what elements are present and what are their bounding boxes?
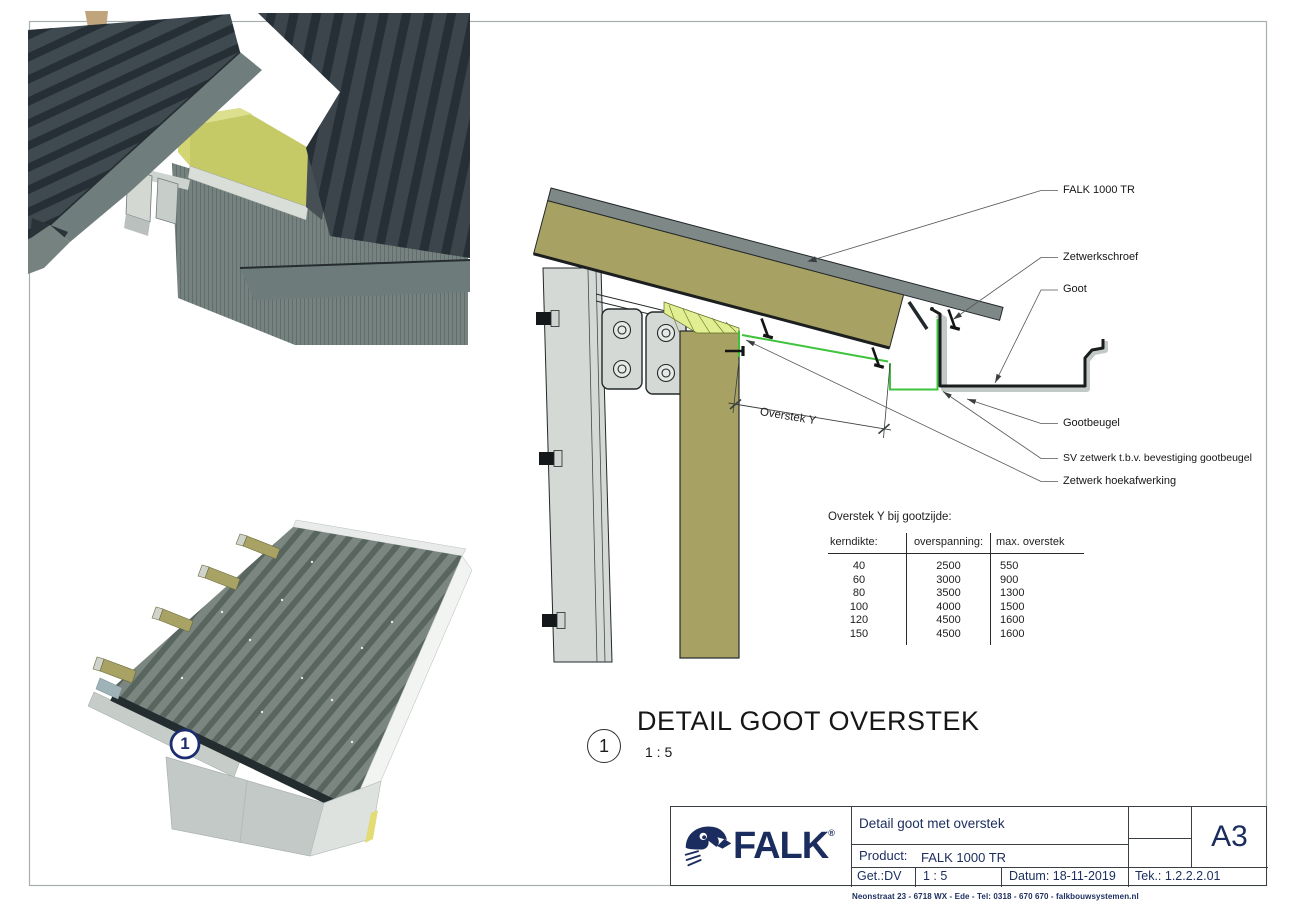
registered-mark: ®: [828, 828, 835, 838]
label-corner-flashing: Zetwerk hoekafwerking: [1063, 475, 1177, 487]
detail-title: DETAIL GOOT OVERSTEK: [637, 706, 980, 736]
flashing-lines: [738, 319, 939, 391]
table-cell: 2500: [906, 554, 990, 574]
table-cell: 550: [990, 554, 1084, 574]
product-label: Product:: [859, 848, 908, 863]
table-cell: 4500: [906, 627, 990, 645]
table-cell: 4000: [906, 600, 990, 614]
drawing-number: Tek.: 1.2.2.2.01: [1135, 869, 1221, 883]
leader-arrowheads: [746, 256, 1002, 405]
detail-number: 1: [598, 735, 609, 756]
table-cell: 150: [849, 627, 869, 640]
label-gutter: Goot: [1063, 283, 1087, 295]
falk-logo: FALK®: [677, 815, 849, 877]
overstek-table-title: Overstek Y bij gootzijde:: [828, 511, 952, 523]
drawing-description: Detail goot met overstek: [859, 816, 1005, 831]
technical-detail-drawing: [532, 187, 1108, 663]
plate-bolts: [612, 320, 676, 383]
title-block: FALK® Detail goot met overstek Product: …: [670, 806, 1268, 887]
label-sv-flashing: SV zetwerk t.b.v. bevestiging gootbeugel: [1063, 452, 1252, 464]
steel-wall: [536, 267, 691, 663]
dimension-overstek-y: [728, 360, 892, 439]
detail-scale: 1 : 5: [645, 744, 673, 760]
table-cell: 4500: [906, 614, 990, 628]
render-callout-number: 1: [180, 734, 190, 753]
table-cell: 80: [852, 587, 866, 599]
page-frame: [28, 20, 1268, 887]
hex-bolts: [536, 310, 566, 629]
label-panel: FALK 1000 TR: [1063, 184, 1135, 196]
gutter-profile: [930, 307, 1108, 392]
overstek-table: Overstek Y bij gootzijde: kerndikte: ove…: [828, 511, 1088, 645]
table-cell: 40: [852, 560, 866, 572]
detail-number-circle: 1: [587, 729, 621, 763]
col-header-overspanning: overspanning:: [906, 533, 990, 554]
table-cell: 1600: [990, 627, 1084, 645]
footer-address: Neonstraat 23 - 6718 WX - Ede - Tel: 031…: [852, 892, 1139, 901]
sheet-end-fold: [907, 301, 929, 330]
label-gutter-bracket: Gootbeugel: [1063, 417, 1120, 429]
table-cell: 60: [852, 573, 866, 586]
table-cell: 100: [849, 600, 869, 613]
table-cell: 1300: [990, 587, 1084, 601]
col-header-kerndikte: kerndikte:: [828, 533, 906, 554]
filler-wedge: [663, 301, 740, 334]
falcon-icon: [684, 826, 732, 867]
panel-liner: [533, 252, 890, 350]
scale-value: 1 : 5: [923, 869, 948, 883]
product-value: FALK 1000 TR: [921, 850, 1007, 865]
render-gutter-3d-closeup: [28, 11, 471, 345]
table-cell: 900: [990, 573, 1084, 587]
paper-size: A3: [1211, 820, 1248, 853]
render-roof-overview-3d: [87, 519, 473, 857]
table-cell: 1500: [990, 600, 1084, 614]
panel-top-sheet: [547, 187, 1004, 321]
table-cell: 3000: [906, 573, 990, 587]
drawn-by: Get.:DV: [857, 869, 902, 883]
detail-callout-circle: [169, 728, 201, 760]
label-screw: Zetwerkschroef: [1063, 251, 1139, 263]
leader-lines: [745, 190, 1058, 482]
brand-wordmark: FALK: [733, 825, 829, 867]
col-header-max-overstek: max. overstek: [990, 533, 1084, 554]
table-cell: 120: [849, 614, 869, 626]
column: [679, 330, 740, 659]
table-cell: 3500: [906, 587, 990, 601]
screws: [725, 309, 961, 369]
date-value: Datum: 18-11-2019: [1009, 869, 1116, 883]
table-cell: 1600: [990, 614, 1084, 628]
